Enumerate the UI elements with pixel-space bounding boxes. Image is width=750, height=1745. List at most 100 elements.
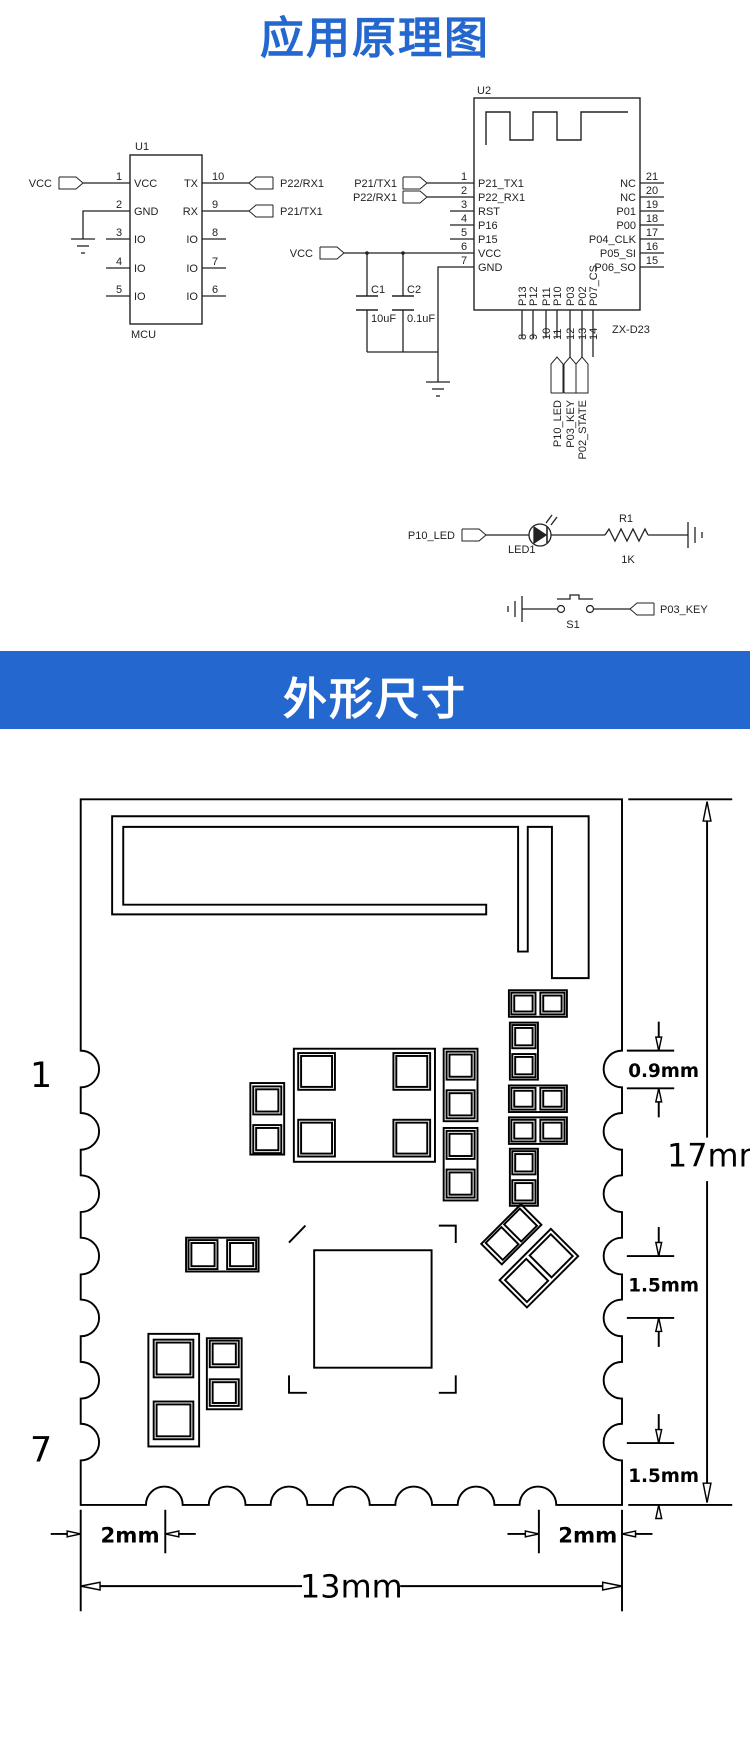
pad (484, 1225, 520, 1262)
ground-icon (507, 596, 523, 622)
pad (445, 1129, 476, 1160)
pad (445, 1168, 476, 1199)
u2-pin-name: P07_CS (588, 265, 600, 306)
net-flag (402, 190, 428, 204)
component-outline (507, 1084, 568, 1113)
u2-pin-name: P04_CLK (589, 234, 637, 246)
dimensions-banner: 外形尺寸 (0, 651, 750, 729)
u2-pin-name: VCC (478, 248, 501, 260)
pad (187, 1239, 219, 1271)
pad (510, 991, 537, 1016)
u2-pin-name: P06_SO (594, 262, 636, 274)
u2-pin-number: 19 (646, 199, 658, 211)
pad (445, 1050, 476, 1081)
antenna-icon (485, 111, 628, 145)
chip-corner-marks (288, 1224, 457, 1394)
component-outline (249, 1082, 286, 1156)
led-icon (528, 514, 558, 547)
pad-inner (155, 1341, 192, 1376)
u1-pin-number: 7 (212, 256, 218, 268)
led-ref-label: LED1 (508, 544, 536, 556)
pad-inner (229, 1242, 255, 1268)
u2-pin-number: 6 (461, 241, 467, 253)
u1-tx-net-label: P22/RX1 (280, 178, 324, 190)
u2-pin-number: 10 (541, 328, 553, 340)
pad-inner (542, 1089, 563, 1108)
net-flag (575, 356, 589, 394)
resistor-footprint (507, 1084, 568, 1113)
pad (511, 1024, 537, 1050)
component-outline (205, 1337, 243, 1411)
component-outline (292, 1047, 436, 1163)
u1-pin-name: GND (134, 206, 159, 218)
u2-pin-name: P13 (517, 286, 529, 306)
pcb-antenna-trace (111, 815, 590, 980)
u2-pin-number: 2 (461, 185, 467, 197)
power-vcc-label: VCC (290, 248, 313, 260)
resistor-footprint (507, 1116, 568, 1145)
pad-inner (513, 994, 534, 1013)
u1-pin-name: RX (183, 206, 199, 218)
u1-pin-number: 5 (116, 284, 122, 296)
u2-bottom-net-label: P10_LED (552, 400, 564, 447)
pad (502, 1207, 539, 1243)
component-outline (185, 1236, 260, 1273)
u2-pin-name: P10 (552, 286, 564, 306)
u1-pin-number: 10 (212, 171, 224, 183)
arrow-icon (80, 1581, 623, 1591)
pad-inner (448, 1092, 473, 1117)
u2-pin-name: P01 (616, 206, 636, 218)
pad-inner (448, 1171, 473, 1196)
u2-left-net-label: P22/RX1 (353, 192, 397, 204)
u1-pin-name: IO (134, 291, 146, 303)
vcc-net-flag (58, 176, 84, 190)
u2-pin-number: 7 (461, 255, 467, 267)
u2-pin-name: P12 (528, 286, 540, 306)
capacitor-footprint (442, 1127, 479, 1202)
u2-pin-number: 15 (646, 255, 658, 267)
u1-pin-number: 4 (116, 256, 122, 268)
net-flag (248, 176, 274, 190)
u1-ref-label: U1 (135, 141, 149, 153)
u1-pin-name: VCC (134, 178, 157, 190)
u1-vcc-net-label: VCC (29, 178, 52, 190)
pad (511, 1053, 537, 1079)
net-flag (248, 204, 274, 218)
pad-inner (514, 1182, 534, 1202)
pushbutton-icon (556, 594, 595, 614)
u1-name-label: MCU (131, 329, 156, 341)
arrow-icon (66, 1530, 637, 1538)
u2-pin-name: P16 (478, 220, 498, 232)
resistor-value-label: 1K (621, 554, 635, 566)
u2-pin-name: P03 (565, 286, 577, 306)
u1-pin-name: TX (184, 178, 199, 190)
resistor-footprint (507, 989, 568, 1018)
pad (510, 1086, 537, 1111)
u2-pin-number: 16 (646, 241, 658, 253)
capacitor-footprint (185, 1236, 260, 1273)
switch-ref-label: S1 (566, 619, 579, 631)
led-ray (545, 514, 553, 524)
pad (226, 1239, 258, 1271)
u2-pin-name: P21_TX1 (478, 178, 524, 190)
u1-pin-name: IO (186, 263, 198, 275)
junction-dot (401, 251, 405, 255)
component-outline (498, 1227, 580, 1309)
ground-icon (71, 238, 95, 254)
pad-inner (155, 1403, 192, 1438)
pad (297, 1118, 336, 1158)
pad-inner (211, 1381, 237, 1404)
u1-pin-name: IO (186, 234, 198, 246)
pad-inner (395, 1121, 429, 1155)
crystal-footprint (292, 1047, 436, 1163)
arrow-icon (702, 801, 712, 1503)
chip-ground-pad (313, 1249, 433, 1369)
component-outline (442, 1047, 479, 1123)
component-outline (442, 1127, 479, 1202)
u1-rx-net-label: P21/TX1 (280, 206, 323, 218)
u1-pin-number: 2 (116, 199, 122, 211)
